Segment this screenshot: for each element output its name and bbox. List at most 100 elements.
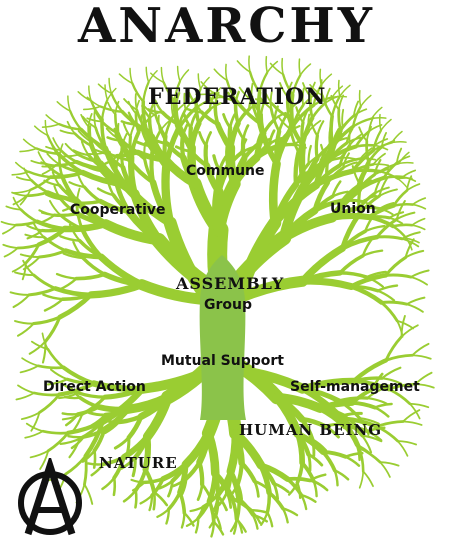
tree-branch xyxy=(113,436,131,450)
tree-branch xyxy=(279,82,289,98)
tree-branch xyxy=(82,105,102,111)
tree-branch xyxy=(200,81,215,94)
tree-branch xyxy=(323,424,340,439)
tree-branch xyxy=(301,87,305,107)
tree-branch xyxy=(396,147,403,164)
tree-branch xyxy=(302,93,316,107)
tree-branch xyxy=(366,386,387,400)
tree-branch xyxy=(14,161,30,173)
tree-branch xyxy=(281,507,289,524)
tree-branch xyxy=(401,231,421,240)
tree-branch xyxy=(340,229,368,251)
tree-branch xyxy=(226,150,244,169)
tree-branch xyxy=(238,86,253,102)
tree-branch xyxy=(229,517,239,533)
tree-branch xyxy=(0,220,17,226)
tree-branch xyxy=(313,163,342,188)
tree-branch xyxy=(162,81,176,103)
tree-branch xyxy=(53,184,63,201)
tree-branch xyxy=(101,271,145,288)
tree-branch xyxy=(59,153,80,158)
tree-branch xyxy=(340,198,364,204)
tree-branch xyxy=(81,449,96,463)
page-title: ANARCHY xyxy=(77,0,376,54)
tree-branch xyxy=(203,143,209,168)
tree-branch xyxy=(3,247,19,258)
tree-branch xyxy=(380,366,402,380)
tree-branch xyxy=(217,490,229,507)
tree-branch xyxy=(194,87,202,110)
tree-branch xyxy=(157,114,161,133)
tree-branch xyxy=(21,357,40,367)
tree-branch xyxy=(19,208,39,223)
tree-branch xyxy=(117,122,121,141)
tree-branch xyxy=(387,387,412,406)
tree-branch xyxy=(235,497,241,521)
tree-branch xyxy=(376,289,396,302)
tree-branch xyxy=(76,391,107,399)
tree-branch xyxy=(365,125,373,142)
tree-branch xyxy=(77,239,103,259)
tree-branch xyxy=(300,493,308,511)
tree-branch xyxy=(265,490,272,515)
tree-branch xyxy=(184,460,202,481)
tree-branch xyxy=(400,324,419,338)
tree-branch xyxy=(405,296,426,306)
tree-branch xyxy=(361,249,384,257)
tree-branch xyxy=(406,183,421,192)
tree-branch xyxy=(401,169,417,178)
tree-branch xyxy=(373,406,390,418)
tree-branch xyxy=(225,63,228,82)
tree-branch xyxy=(294,162,311,186)
tree-branch xyxy=(80,395,107,416)
tree-branch xyxy=(213,68,228,82)
tree-branch xyxy=(228,113,237,130)
tree-branch xyxy=(129,67,134,85)
tree-branch xyxy=(105,127,121,141)
tree-branch xyxy=(265,55,268,74)
tree-branch xyxy=(338,157,362,167)
label-group: Group xyxy=(204,297,253,313)
tree-branch xyxy=(234,90,240,106)
tree-branch xyxy=(379,461,400,467)
tree-branch xyxy=(359,157,377,161)
tree-branch xyxy=(285,477,304,497)
tree-branch xyxy=(9,291,31,296)
tree-branch xyxy=(258,463,277,486)
tree-branch xyxy=(339,156,357,160)
tree-branch xyxy=(299,63,312,76)
tree-branch xyxy=(337,396,369,403)
tree-branch xyxy=(258,71,269,94)
tree-branch xyxy=(60,293,93,301)
tree-branch xyxy=(19,189,32,206)
tree-branch xyxy=(348,133,363,146)
tree-branch xyxy=(297,130,310,154)
tree-trunk xyxy=(199,255,246,420)
tree-branch xyxy=(289,111,293,131)
tree-branch xyxy=(281,57,284,76)
tree-branch xyxy=(271,181,300,227)
tree-branch xyxy=(29,449,50,459)
tree-branch xyxy=(375,425,400,443)
tree-branch xyxy=(361,236,375,258)
tree-branch xyxy=(83,483,94,505)
tree-branch xyxy=(41,163,62,168)
tree-branch xyxy=(411,203,427,210)
tree-branch xyxy=(298,58,302,76)
tree-branch xyxy=(93,156,103,173)
tree-branch xyxy=(269,90,273,110)
tree-branch xyxy=(37,393,61,414)
tree-branch xyxy=(316,120,325,137)
tree-branch xyxy=(222,113,232,130)
tree-branch xyxy=(150,72,165,84)
tree-branch xyxy=(329,205,362,221)
tree-branch xyxy=(337,399,362,420)
tree-branch xyxy=(112,476,117,497)
tree-branch xyxy=(134,489,138,509)
tree-branch xyxy=(159,119,171,133)
tree-branch xyxy=(411,342,430,357)
tree-branch xyxy=(46,378,69,386)
tree-branch xyxy=(391,223,414,228)
tree-branch xyxy=(391,130,403,144)
tree-branch xyxy=(391,141,407,144)
